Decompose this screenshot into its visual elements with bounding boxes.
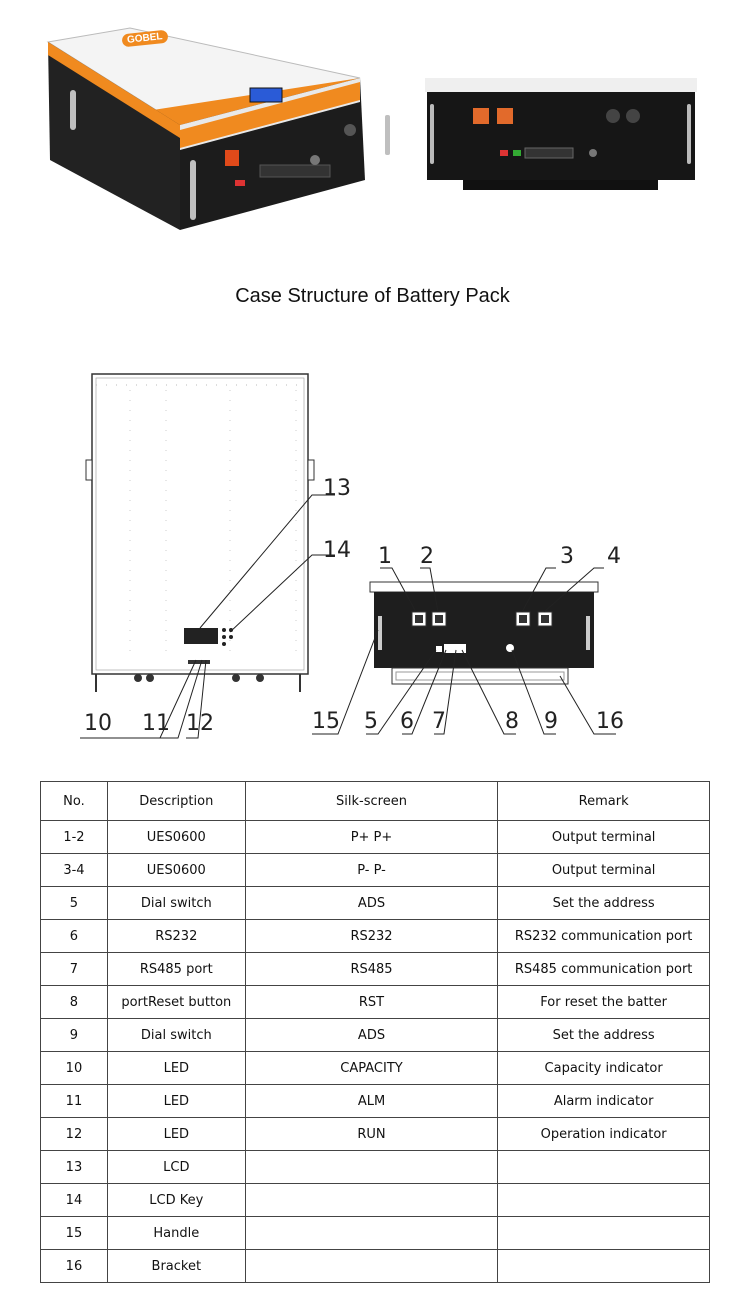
callout-12: 12: [186, 711, 214, 736]
cell-silk-screen: [244, 1183, 499, 1217]
battery-pack-photo-panel: [425, 78, 697, 190]
cell-silk-screen: [244, 1216, 499, 1250]
cell-remark: Alarm indicator: [497, 1084, 710, 1118]
callout-1: 1: [378, 544, 392, 569]
cell-no: 1-2: [40, 820, 108, 854]
cell-remark: RS232 communication port: [497, 919, 710, 953]
header-description: Description: [106, 781, 246, 821]
header-no: No.: [40, 781, 108, 821]
cell-description: Dial switch: [106, 1018, 246, 1052]
cell-remark: [497, 1183, 710, 1217]
cell-silk-screen: CAPACITY: [244, 1051, 499, 1085]
cell-no: 9: [40, 1018, 108, 1052]
cell-no: 5: [40, 886, 108, 920]
cell-silk-screen: RST: [244, 985, 499, 1019]
cell-remark: Set the address: [497, 886, 710, 920]
cell-description: UES0600: [106, 820, 246, 854]
cell-no: 16: [40, 1249, 108, 1283]
cell-silk-screen: [244, 1150, 499, 1184]
header-silk-screen: Silk-screen: [244, 781, 499, 821]
cell-description: RS485 port: [106, 952, 246, 986]
callout-8: 8: [505, 709, 519, 734]
callout-7: 7: [432, 709, 446, 734]
section-title: Case Structure of Battery Pack: [235, 285, 510, 307]
cell-no: 12: [40, 1117, 108, 1151]
cell-silk-screen: ALM: [244, 1084, 499, 1118]
cell-no: 3-4: [40, 853, 108, 887]
cell-silk-screen: ADS: [244, 886, 499, 920]
cell-no: 7: [40, 952, 108, 986]
cell-description: LCD Key: [106, 1183, 246, 1217]
cell-description: portReset button: [106, 985, 246, 1019]
cell-description: LED: [106, 1051, 246, 1085]
cell-remark: Operation indicator: [497, 1117, 710, 1151]
cell-remark: Output terminal: [497, 853, 710, 887]
cell-description: Dial switch: [106, 886, 246, 920]
structure-diagram: 13 14 10 11 12 1 2 3 4 15 5 6 7 8 9 16: [80, 373, 624, 739]
header-remark: Remark: [497, 781, 710, 821]
cell-no: 6: [40, 919, 108, 953]
cell-remark: [497, 1150, 710, 1184]
cell-silk-screen: [244, 1249, 499, 1283]
callout-6: 6: [400, 709, 414, 734]
cell-description: Bracket: [106, 1249, 246, 1283]
cell-remark: Capacity indicator: [497, 1051, 710, 1085]
cell-no: 13: [40, 1150, 108, 1184]
cell-description: Handle: [106, 1216, 246, 1250]
callout-5: 5: [364, 709, 378, 734]
cell-description: LED: [106, 1084, 246, 1118]
callout-15: 15: [312, 709, 340, 734]
callout-4: 4: [607, 544, 621, 569]
callout-10: 10: [84, 711, 112, 736]
callout-9: 9: [544, 709, 558, 734]
callout-13: 13: [323, 476, 351, 501]
cell-remark: For reset the batter: [497, 985, 710, 1019]
cell-no: 10: [40, 1051, 108, 1085]
table-header-row: No. Description Silk-screen Remark: [40, 781, 710, 821]
cell-no: 8: [40, 985, 108, 1019]
battery-pack-photo-front: [46, 27, 390, 230]
callout-3: 3: [560, 544, 574, 569]
cell-remark: [497, 1216, 710, 1250]
cell-remark: [497, 1249, 710, 1283]
callout-14: 14: [323, 538, 351, 563]
cell-silk-screen: P- P-: [244, 853, 499, 887]
cell-description: LCD: [106, 1150, 246, 1184]
callout-11: 11: [142, 711, 170, 736]
cell-silk-screen: RS485: [244, 952, 499, 986]
cell-silk-screen: P+ P+: [244, 820, 499, 854]
cell-description: LED: [106, 1117, 246, 1151]
cell-no: 11: [40, 1084, 108, 1118]
cell-remark: Set the address: [497, 1018, 710, 1052]
cell-silk-screen: RS232: [244, 919, 499, 953]
cell-remark: Output terminal: [497, 820, 710, 854]
cell-silk-screen: ADS: [244, 1018, 499, 1052]
callout-16: 16: [596, 709, 624, 734]
callout-2: 2: [420, 544, 434, 569]
cell-description: RS232: [106, 919, 246, 953]
cell-no: 14: [40, 1183, 108, 1217]
cell-silk-screen: RUN: [244, 1117, 499, 1151]
cell-no: 15: [40, 1216, 108, 1250]
cell-description: UES0600: [106, 853, 246, 887]
cell-remark: RS485 communication port: [497, 952, 710, 986]
